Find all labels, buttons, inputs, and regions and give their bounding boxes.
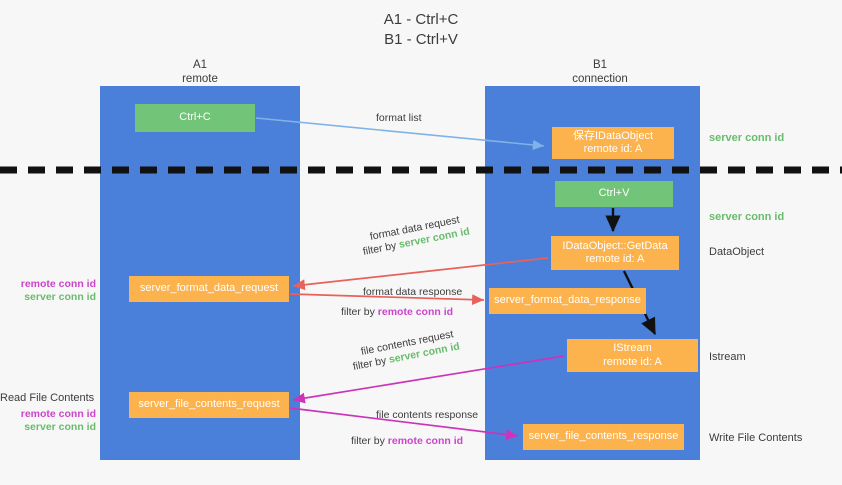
box-server-file-contents-response-label: server_file_contents_response [528, 430, 679, 443]
box-idataobject-getdata-line1: IDataObject::GetData [562, 239, 668, 252]
filter-prefix: filter by [361, 239, 401, 258]
filter-value-remote-conn-id: remote conn id [387, 435, 464, 447]
filter-value-remote-conn-id: remote conn id [377, 306, 454, 318]
lane-a1-name: A1 [192, 59, 208, 71]
note-write-file-contents: Write File Contents [709, 432, 803, 444]
box-ctrl-c-label: Ctrl+C [179, 111, 211, 124]
box-ctrl-v-label: Ctrl+V [598, 187, 630, 200]
box-server-format-data-request-label: server_format_data_request [139, 282, 279, 295]
edge-label-format-data-response-filter: filter by remote conn id [341, 305, 453, 319]
box-server-file-contents-response[interactable]: server_file_contents_response [523, 424, 684, 450]
lane-b1-sub: connection [572, 73, 628, 85]
page-title: A1 - Ctrl+C B1 - Ctrl+V [0, 10, 842, 50]
box-server-format-data-response[interactable]: server_format_data_response [489, 288, 646, 314]
note-conn-ids-upper: remote conn id server conn id [0, 278, 96, 304]
box-istream[interactable]: IStream remote id: A [567, 339, 698, 372]
box-ctrl-c[interactable]: Ctrl+C [135, 104, 255, 132]
note-conn-ids-lower: remote conn id server conn id [0, 408, 96, 434]
box-save-idataobject-line1: 保存IDataObject [572, 129, 654, 142]
note-read-file-contents: Read File Contents [0, 392, 95, 404]
box-server-format-data-response-label: server_format_data_response [494, 294, 641, 307]
box-server-file-contents-request[interactable]: server_file_contents_request [129, 392, 289, 418]
note-data-object: DataObject [709, 246, 765, 258]
note-server-conn-id-1: server conn id [709, 132, 785, 144]
note-server-conn-id-2: server conn id [709, 211, 785, 223]
box-save-idataobject-line2: remote id: A [583, 143, 643, 155]
box-idataobject-getdata-line2: remote id: A [585, 253, 645, 265]
box-server-format-data-request[interactable]: server_format_data_request [129, 276, 289, 302]
filter-prefix: filter by [351, 435, 388, 447]
edge-label-file-contents-response-filter: filter by remote conn id [351, 434, 463, 448]
lane-header-b1: B1 connection [520, 58, 680, 86]
note-server-conn-id-left-1: server conn id [24, 291, 96, 303]
lane-b1-name: B1 [592, 59, 608, 71]
lane-header-a1: A1 remote [120, 58, 280, 86]
box-ctrl-v[interactable]: Ctrl+V [555, 181, 673, 207]
box-save-idataobject[interactable]: 保存IDataObject remote id: A [552, 127, 674, 159]
note-istream: Istream [709, 351, 746, 363]
box-idataobject-getdata[interactable]: IDataObject::GetData remote id: A [551, 236, 679, 270]
box-istream-line2: remote id: A [603, 355, 662, 368]
filter-prefix: filter by [341, 306, 378, 318]
phase-divider [0, 166, 842, 174]
note-remote-conn-id-2: remote conn id [20, 408, 96, 420]
edge-label-format-data-response: format data response [363, 286, 463, 298]
filter-prefix: filter by [351, 354, 391, 373]
box-istream-line1: IStream [613, 342, 652, 354]
title-line-2: B1 - Ctrl+V [384, 31, 458, 48]
title-line-1: A1 - Ctrl+C [383, 11, 459, 28]
edge-label-file-contents-response: file contents response [376, 409, 479, 421]
lane-a1-sub: remote [182, 73, 218, 85]
note-remote-conn-id-1: remote conn id [20, 278, 96, 290]
box-server-file-contents-request-label: server_file_contents_request [138, 398, 280, 411]
edge-label-format-list: format list [376, 112, 422, 124]
note-server-conn-id-left-2: server conn id [24, 421, 96, 433]
